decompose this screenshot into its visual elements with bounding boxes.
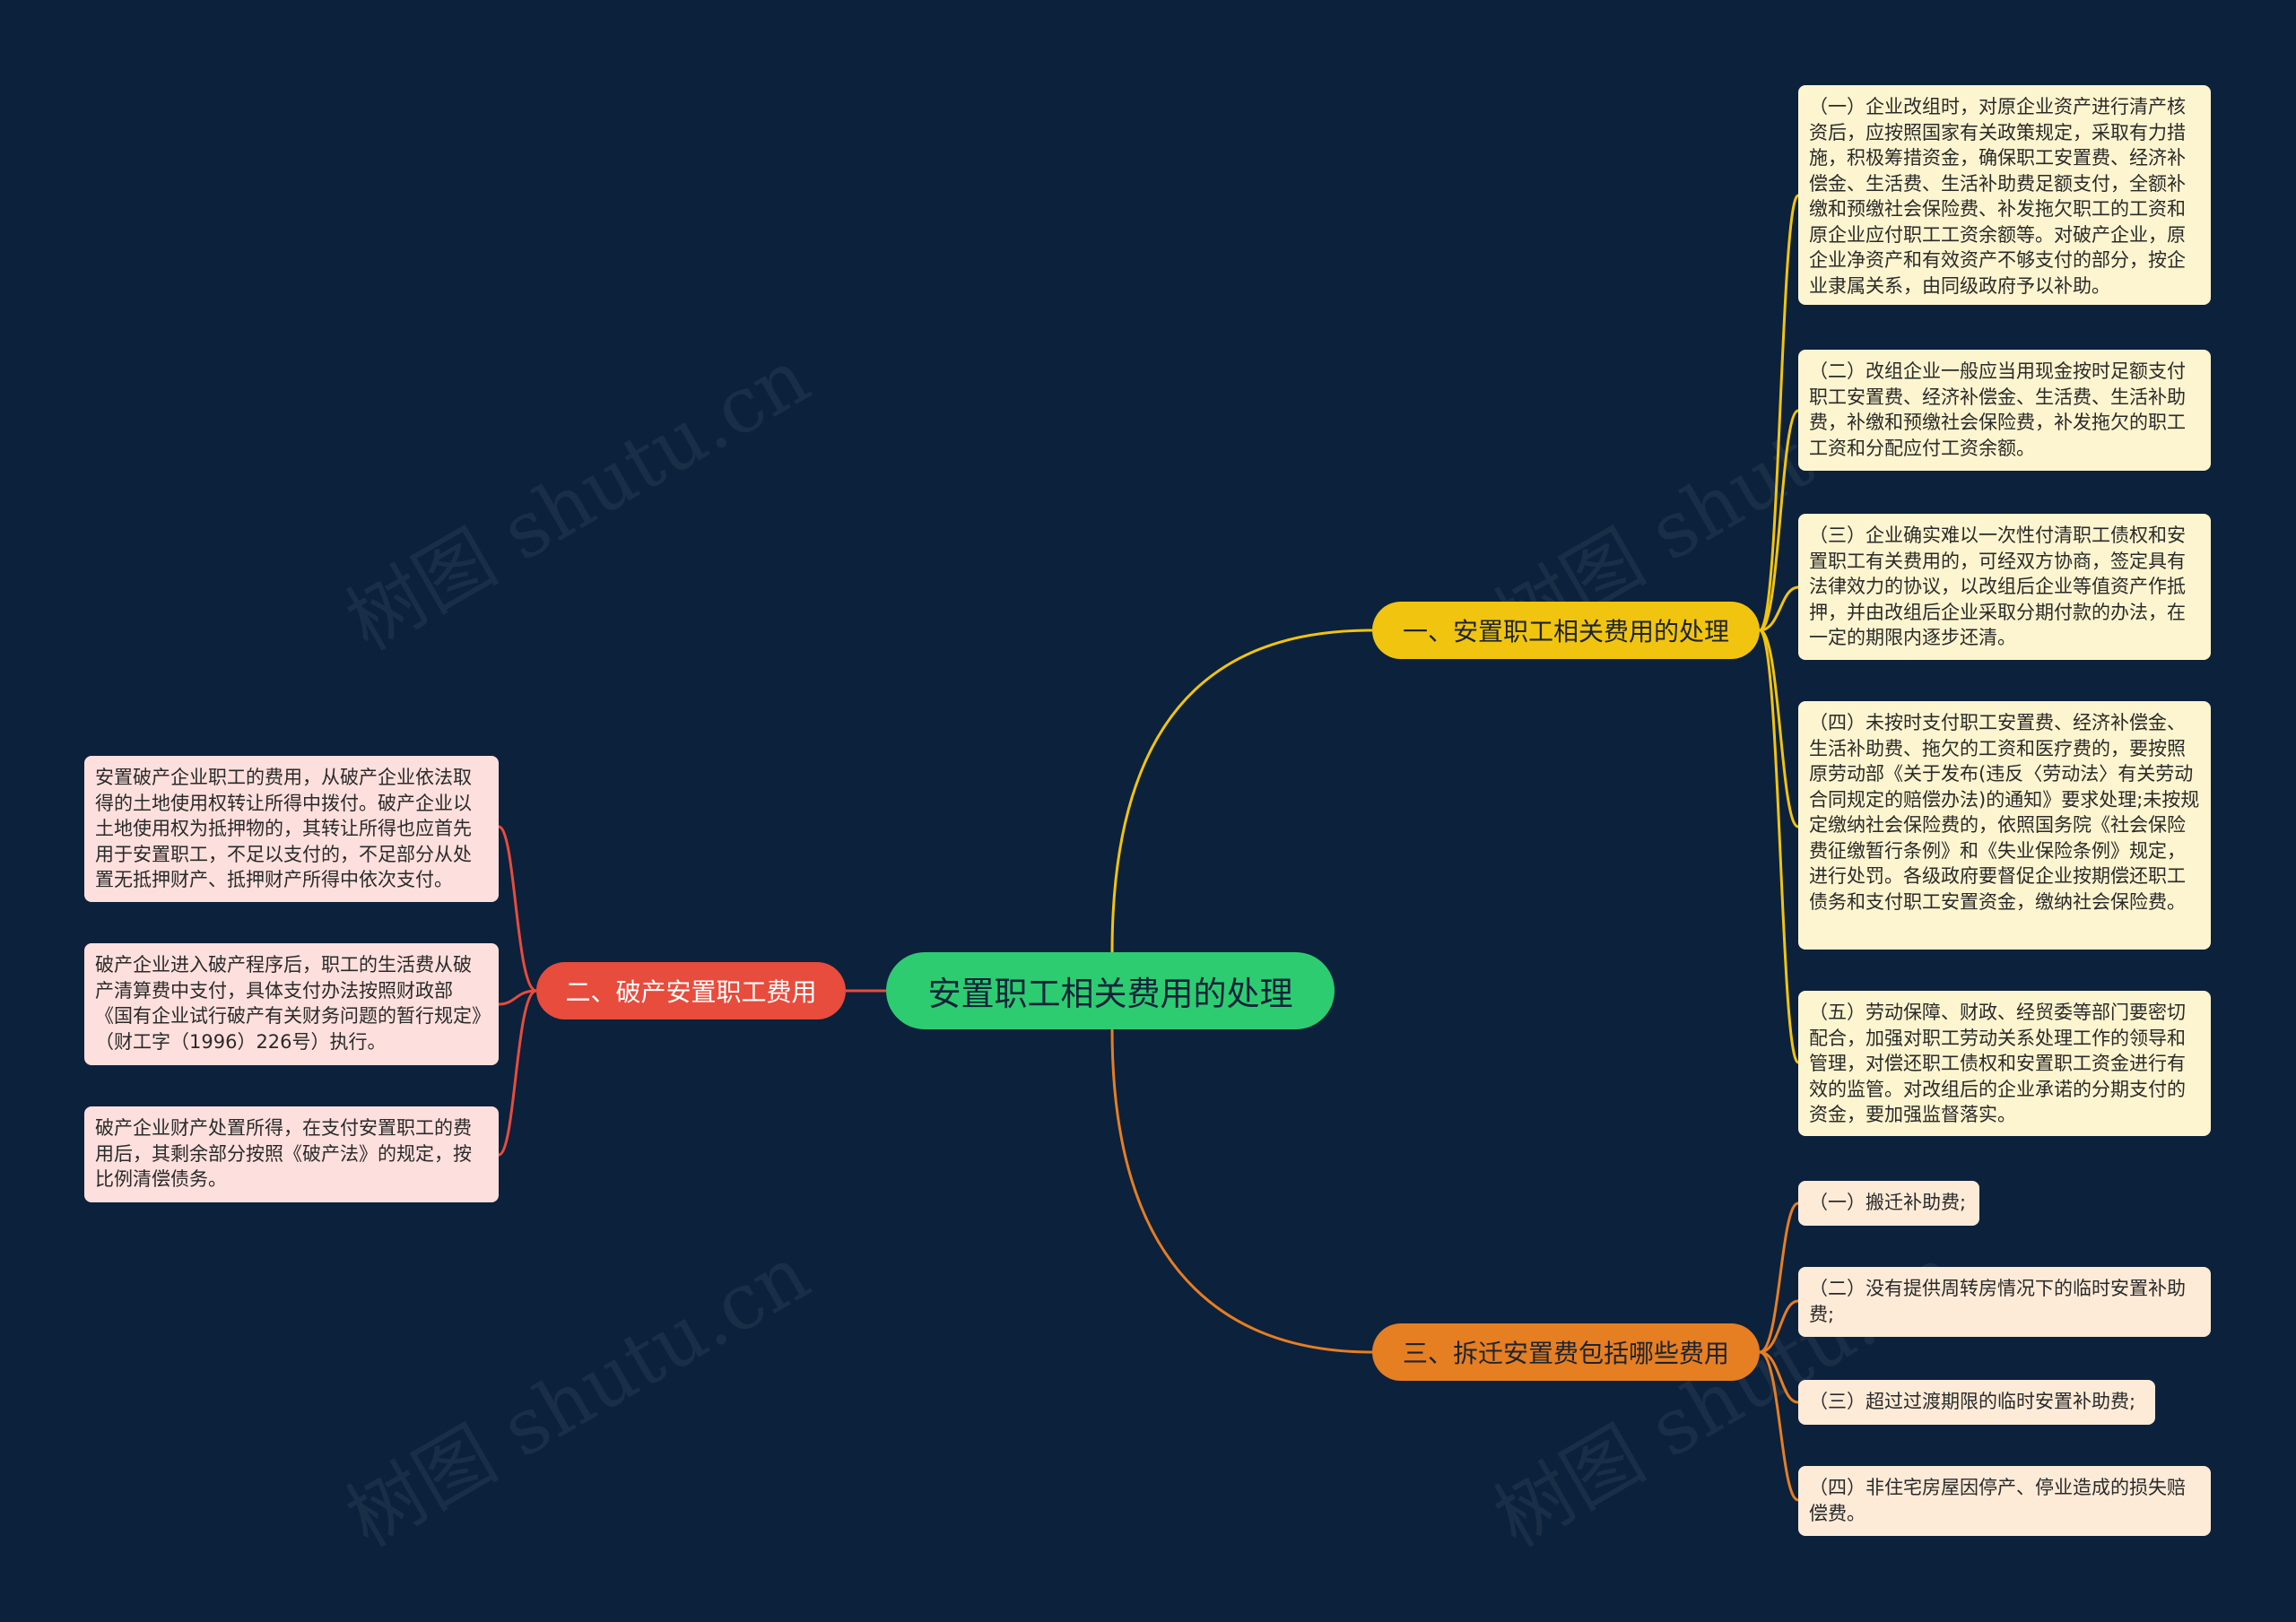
branch-3-item-2[interactable]: （二）没有提供周转房情况下的临时安置补助费; xyxy=(1798,1267,2211,1337)
branch-2-item-2[interactable]: 破产企业进入破产程序后，职工的生活费从破产清算费中支付，具体支付办法按照财政部《… xyxy=(84,943,499,1065)
connector-root-branch3 xyxy=(1110,1028,1373,1354)
connectors-branch1 xyxy=(1758,194,1800,1064)
branch-1-item-5[interactable]: （五）劳动保障、财政、经贸委等部门要密切配合，加强对职工劳动关系处理工作的领导和… xyxy=(1798,991,2211,1136)
connectors-branch2 xyxy=(498,825,537,1157)
connector-root-branch1 xyxy=(1110,629,1373,953)
branch-1-item-2[interactable]: （二）改组企业一般应当用现金按时足额支付职工安置费、经济补偿金、生活费、生活补助… xyxy=(1798,350,2211,471)
branch-1-topic[interactable]: 一、安置职工相关费用的处理 xyxy=(1372,602,1760,659)
branch-3-item-3[interactable]: （三）超过过渡期限的临时安置补助费; xyxy=(1798,1380,2155,1425)
branch-2-item-3[interactable]: 破产企业财产处置所得，在支付安置职工的费用后，其剩余部分按照《破产法》的规定，按… xyxy=(84,1106,499,1202)
connectors-branch3 xyxy=(1759,1201,1799,1502)
branch-2-topic[interactable]: 二、破产安置职工费用 xyxy=(536,962,846,1019)
branch-2-item-1[interactable]: 安置破产企业职工的费用，从破产企业依法取得的土地使用权转让所得中拨付。破产企业以… xyxy=(84,756,499,902)
root-topic[interactable]: 安置职工相关费用的处理 xyxy=(886,952,1335,1029)
branch-1-item-3[interactable]: （三）企业确实难以一次性付清职工债权和安置职工有关费用的，可经双方协商，签定具有… xyxy=(1798,514,2211,660)
branch-1-item-1[interactable]: （一）企业改组时，对原企业资产进行清产核资后，应按照国家有关政策规定，采取有力措… xyxy=(1798,85,2211,305)
branch-1-item-4[interactable]: （四）未按时支付职工安置费、经济补偿金、生活补助费、拖欠的工资和医疗费的，要按照… xyxy=(1798,701,2211,950)
branch-3-item-1[interactable]: （一）搬迁补助费; xyxy=(1798,1181,1979,1226)
branch-3-topic[interactable]: 三、拆迁安置费包括哪些费用 xyxy=(1372,1323,1760,1381)
branch-3-item-4[interactable]: （四）非住宅房屋因停产、停业造成的损失赔偿费。 xyxy=(1798,1466,2211,1536)
